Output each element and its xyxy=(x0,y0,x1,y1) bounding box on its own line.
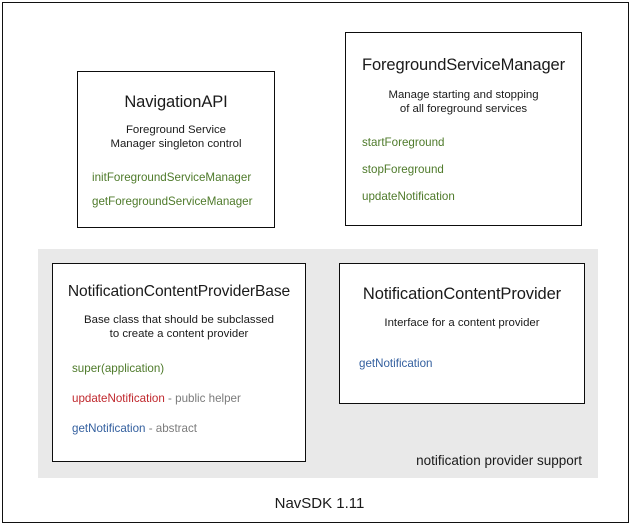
class-description-line: Manager singleton control xyxy=(110,137,242,150)
member-name: getNotification xyxy=(359,356,433,370)
member-note: - public helper xyxy=(164,392,241,406)
member-item: initForegroundServiceManager xyxy=(92,171,274,184)
member-list: startForeground stopForeground updateNot… xyxy=(346,136,581,203)
member-name: updateNotification xyxy=(72,392,165,406)
class-description-line: Manage starting and stopping xyxy=(388,89,539,101)
member-name: initForegroundServiceManager xyxy=(92,171,252,185)
class-description-line: of all foreground services xyxy=(399,102,528,115)
class-title: NotificationContentProvider xyxy=(362,285,562,303)
member-list: initForegroundServiceManager getForegrou… xyxy=(78,171,274,208)
member-list: getNotification xyxy=(340,357,584,370)
member-name: stopForeground xyxy=(362,163,444,177)
group-region-label: notification provider support xyxy=(416,453,582,468)
member-item: updateNotification - public helper xyxy=(72,392,305,405)
class-box-navigation-api[interactable]: NavigationAPI Foreground Service Manager… xyxy=(77,71,275,228)
class-title: NavigationAPI xyxy=(124,93,228,111)
member-name: getNotification xyxy=(72,422,146,436)
diagram-frame: notification provider support Navigation… xyxy=(2,2,629,523)
member-name: updateNotification xyxy=(362,190,455,204)
footer-caption: NavSDK 1.11 xyxy=(274,495,365,512)
class-box-foreground-service-manager[interactable]: ForegroundServiceManager Manage starting… xyxy=(345,32,582,226)
class-description-line: Base class that should be subclassed xyxy=(84,314,274,326)
member-item: super(application) xyxy=(72,362,305,375)
member-item: getNotification - abstract xyxy=(72,422,305,435)
class-box-notification-content-provider-base[interactable]: NotificationContentProviderBase Base cla… xyxy=(52,263,306,462)
class-description-line: Foreground Service xyxy=(125,124,227,136)
member-item: getNotification xyxy=(359,357,584,370)
class-description: Manage starting and stopping of all fore… xyxy=(346,89,581,116)
class-title: ForegroundServiceManager xyxy=(361,56,566,74)
class-title: NotificationContentProviderBase xyxy=(67,283,291,300)
class-description: Base class that should be subclassed to … xyxy=(53,314,305,341)
member-list: super(application) updateNotification - … xyxy=(53,362,305,435)
member-name: startForeground xyxy=(362,136,445,150)
member-note: - abstract xyxy=(145,422,198,436)
member-item: getForegroundServiceManager xyxy=(92,195,274,208)
class-description: Foreground Service Manager singleton con… xyxy=(78,124,274,151)
member-item: startForeground xyxy=(362,136,581,149)
class-description-line: to create a content provider xyxy=(109,327,249,340)
class-description: Interface for a content provider xyxy=(340,317,584,331)
member-name: super(application) xyxy=(72,362,165,376)
member-item: updateNotification xyxy=(362,190,581,203)
class-description-line: Interface for a content provider xyxy=(384,317,540,329)
class-box-notification-content-provider[interactable]: NotificationContentProvider Interface fo… xyxy=(339,263,585,404)
member-name: getForegroundServiceManager xyxy=(92,195,253,209)
member-item: stopForeground xyxy=(362,163,581,176)
